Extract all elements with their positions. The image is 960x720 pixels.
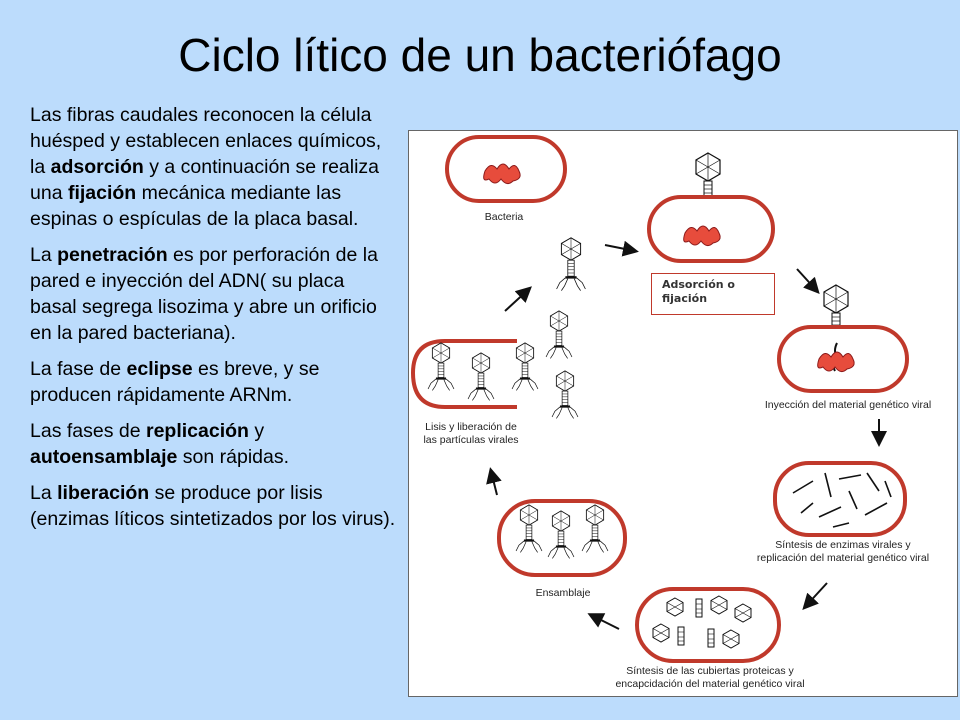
paragraph-adsorcion: Las fibras caudales reconocen la célula … [30,102,396,232]
label-lisis: Lisis y liberación de las partículas vir… [423,421,519,446]
text-run: se produce por lisis (enzimas líticos si… [30,482,396,530]
slide-title: Ciclo lítico de un bacteriófago [178,29,782,81]
bold-term: fijación [67,182,137,204]
cycle-illustration [410,135,909,663]
bold-term: eclipse [126,358,193,380]
bold-term: penetración [57,244,168,266]
bold-term: liberación [57,482,150,504]
explanation-text: Las fibras caudales reconocen la célula … [30,102,396,542]
label-bacteria: Bacteria [484,211,524,223]
label-sintesis-cubiertas: Síntesis de las cubiertas proteicas y en… [615,665,805,690]
paragraph-penetracion: La penetración es por perforación de la … [30,242,396,346]
bold-term: autoensamblaje [30,446,178,468]
text-run: son rápidas. [177,446,290,468]
text-run: Las fases de [30,420,146,442]
text-run: mecánica mediante las espinas o espícula… [30,182,359,230]
capsid-synthesis-cell [635,587,781,663]
paragraph-eclipse: La fase de eclipse es breve, y se produc… [30,356,396,408]
bold-term: replicación [146,420,249,442]
text-run: Las fibras caudales reconocen la célula … [30,104,382,178]
text-run: y a continuación se realiza una [30,156,380,204]
paragraph-liberacion: La liberación se produce por lisis (enzi… [30,480,396,532]
text-run: es breve, y se producen rápidamente ARNm… [30,358,320,406]
adsorption-label-box: Adsorción o fijación [651,273,775,315]
replication-cell [773,461,907,537]
cycle-arrows [486,240,887,630]
injection-cell [777,284,909,393]
label-ensamblaje: Ensamblaje [535,587,591,599]
bold-term: adsorción [50,156,144,178]
text-run: es por perforación de la pared e inyecci… [30,244,378,344]
lysis-cell [410,237,586,419]
text-run: La [30,244,58,266]
text-run: La [30,482,58,504]
adsorption-cell [647,152,775,263]
paragraph-replicacion: Las fases de replicación y autoensamblaj… [30,418,396,470]
bacteria-cell [445,135,567,203]
label-sintesis-enzimas: Síntesis de enzimas virales y replicació… [756,539,930,564]
assembly-cell [497,499,627,577]
text-run: y [248,420,265,442]
label-inyeccion: Inyección del material genético viral [764,399,932,411]
lytic-cycle-diagram: Bacteria Adsorción o fijación Inyección … [408,130,958,697]
text-run: La fase de [30,358,127,380]
